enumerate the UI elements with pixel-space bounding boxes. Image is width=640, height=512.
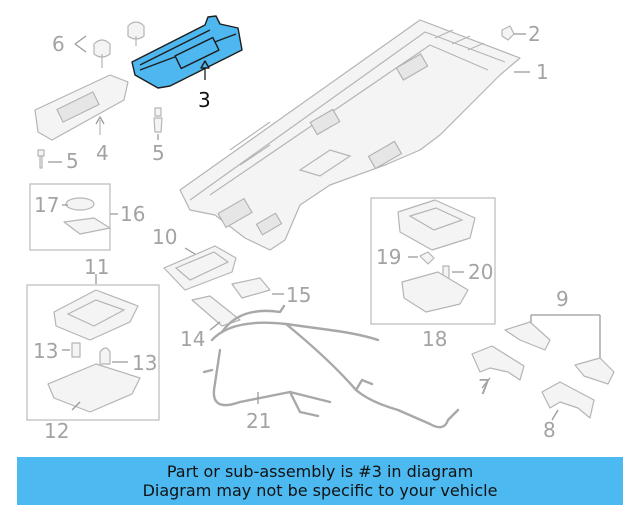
console-part-11[interactable] bbox=[53, 289, 139, 341]
visor-holder-part-6[interactable] bbox=[74, 21, 145, 68]
headliner-part-1[interactable] bbox=[179, 19, 521, 251]
callout-21: 21 bbox=[246, 409, 271, 433]
bulb-part-19[interactable] bbox=[419, 251, 435, 265]
bulb-part-13a[interactable] bbox=[71, 342, 81, 358]
callout-18: 18 bbox=[422, 327, 447, 351]
callout-19: 19 bbox=[376, 245, 401, 269]
callout-4: 4 bbox=[96, 141, 109, 165]
lamp-part-10[interactable] bbox=[163, 245, 237, 291]
callout-2: 2 bbox=[528, 22, 541, 46]
lens-part-17[interactable] bbox=[65, 197, 95, 211]
lens-part-18[interactable] bbox=[401, 271, 469, 313]
banner-line-2: Diagram may not be specific to your vehi… bbox=[142, 481, 498, 500]
callout-13a: 13 bbox=[33, 339, 58, 363]
info-banner: Part or sub-assembly is #3 in diagram Di… bbox=[17, 457, 623, 505]
callout-7: 7 bbox=[478, 375, 491, 399]
banner-line-1: Part or sub-assembly is #3 in diagram bbox=[166, 462, 474, 481]
callout-9: 9 bbox=[556, 287, 569, 311]
callout-3: 3 bbox=[198, 88, 211, 112]
callout-5b: 5 bbox=[66, 149, 79, 173]
box-part-16 bbox=[29, 183, 118, 251]
wiring-harness-part-21[interactable] bbox=[202, 304, 460, 429]
callout-10: 10 bbox=[152, 225, 177, 249]
clip-part-2[interactable] bbox=[501, 25, 526, 41]
callout-12: 12 bbox=[44, 419, 69, 443]
callout-14: 14 bbox=[180, 327, 205, 351]
sun-visor-part-4[interactable] bbox=[34, 74, 129, 141]
callout-8: 8 bbox=[543, 418, 556, 442]
bulb-part-13b[interactable] bbox=[99, 347, 111, 365]
screw-part-5[interactable] bbox=[37, 107, 163, 169]
callout-6: 6 bbox=[52, 32, 65, 56]
callout-11: 11 bbox=[84, 255, 109, 279]
callout-13b: 13 bbox=[132, 351, 157, 375]
grab-handle-part-7[interactable] bbox=[471, 345, 525, 389]
trim-part-14[interactable] bbox=[191, 295, 241, 331]
sun-visor-part-3-highlighted[interactable] bbox=[131, 15, 243, 89]
callout-20: 20 bbox=[468, 260, 493, 284]
bracket-part-9[interactable] bbox=[504, 314, 615, 385]
callout-15: 15 bbox=[286, 283, 311, 307]
callout-17: 17 bbox=[34, 193, 59, 217]
bracket-part-15[interactable] bbox=[231, 277, 284, 299]
box-part-11 bbox=[26, 274, 160, 421]
grab-handle-part-8[interactable] bbox=[541, 381, 595, 421]
lamp-part-16[interactable] bbox=[63, 217, 111, 235]
console-part-18[interactable] bbox=[397, 199, 476, 251]
callout-16: 16 bbox=[120, 202, 145, 226]
parts-diagram: 1 2 3 4 5 5 6 7 8 9 10 11 12 13 13 14 15… bbox=[26, 15, 615, 443]
callout-1: 1 bbox=[536, 60, 549, 84]
lens-part-12[interactable] bbox=[47, 363, 141, 413]
callout-5a: 5 bbox=[152, 141, 165, 165]
box-part-18 bbox=[370, 197, 496, 325]
